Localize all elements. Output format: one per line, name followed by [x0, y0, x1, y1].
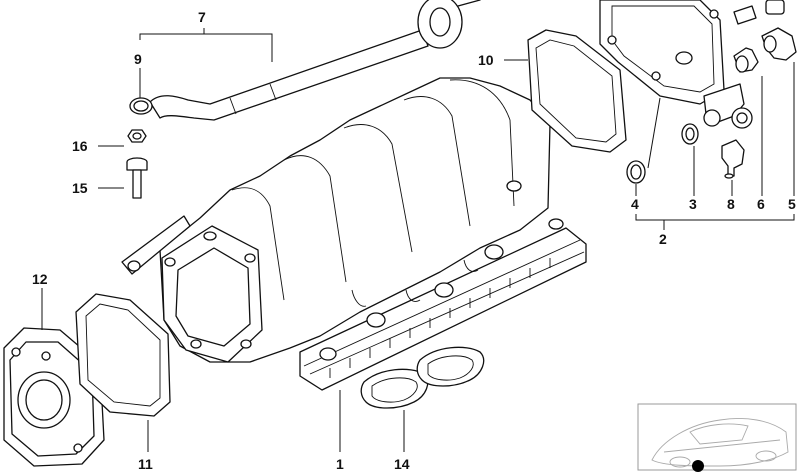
- angled-connector-part-5: [761, 27, 797, 61]
- o-ring-part-3: [681, 123, 699, 145]
- callout-2: 2: [659, 231, 667, 247]
- callout-16: 16: [72, 138, 88, 154]
- callouts: 7 9 16 15 12 11 1 14 10 4 3 8 6 5 2: [32, 9, 796, 472]
- location-marker-dot: [692, 460, 704, 472]
- callout-3: 3: [689, 196, 697, 212]
- callout-8: 8: [727, 196, 735, 212]
- leader-lines: [41, 28, 795, 452]
- hose-connector-part-6: [733, 47, 759, 73]
- callout-7: 7: [198, 9, 206, 25]
- intake-manifold-part-1: [121, 77, 587, 391]
- callout-11: 11: [138, 456, 153, 472]
- callout-15: 15: [72, 180, 88, 196]
- o-ring-part-4: [626, 160, 646, 184]
- callout-14: 14: [394, 456, 410, 472]
- o-ring-part-9: [129, 97, 153, 115]
- breather-pipe-part-7: [149, 0, 481, 121]
- callout-4: 4: [631, 196, 639, 212]
- callout-5: 5: [788, 196, 796, 212]
- callout-10: 10: [478, 52, 494, 68]
- callout-9: 9: [134, 51, 142, 67]
- callout-12: 12: [32, 271, 48, 287]
- nut-part-16: [127, 129, 147, 143]
- adapter-gasket-part-11: [75, 293, 171, 417]
- callout-6: 6: [757, 196, 765, 212]
- small-fittings: [733, 0, 785, 25]
- vehicle-location-inset: [637, 403, 797, 472]
- stud-bolt-part-15: [126, 157, 148, 199]
- intake-gaskets-part-14: [360, 346, 485, 409]
- elbow-fitting-part-8: [721, 139, 745, 179]
- cover-gasket-part-10: [527, 29, 627, 153]
- cover-assembly-part-2: [599, 0, 753, 129]
- callout-1: 1: [336, 456, 344, 472]
